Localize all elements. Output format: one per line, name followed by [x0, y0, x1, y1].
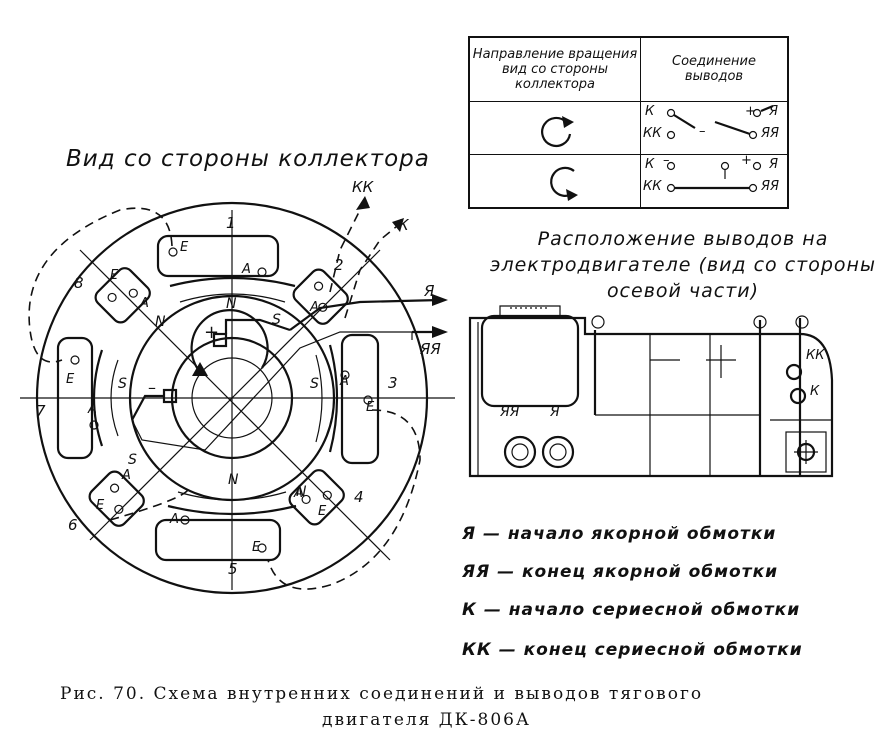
terminal-e-pole-1: E	[180, 240, 189, 255]
pole-number-2: 2	[334, 256, 344, 274]
series-connection-dashed-right	[267, 409, 421, 590]
lead-label-k: К	[398, 216, 409, 234]
terminal-e-pole-5: E	[252, 540, 261, 555]
motor-side-title: Расположение выводов на электродвигателе…	[488, 226, 878, 304]
row1-terminal-k: К	[645, 103, 655, 119]
pole-s-interpole-2: S	[272, 312, 281, 328]
terminal-a-interpole-2: A	[310, 300, 319, 315]
pole-n-bottom: N	[228, 472, 239, 488]
terminal-a-pole-1: A	[242, 262, 251, 277]
pole-number-3: 3	[388, 374, 398, 392]
pole-number-6: 6	[68, 516, 78, 534]
main-pole-top	[156, 234, 296, 303]
terminal-e-pole-7: E	[66, 372, 75, 387]
row2-minus: –	[663, 152, 670, 168]
lead-label-yaya: ЯЯ	[420, 340, 441, 358]
brush-holder-left	[162, 388, 178, 404]
counterclockwise-arrow-icon	[550, 166, 578, 201]
pole-s-interpole-6: S	[128, 452, 137, 468]
rotation-direction-table: Направление вращения вид со стороны колл…	[468, 36, 789, 209]
pole-number-7: 7	[36, 402, 46, 420]
row2-terminal-yaya: ЯЯ	[761, 178, 780, 194]
legend-item-yaya: ЯЯ — конец якорной обмотки	[462, 562, 779, 582]
motor-label-yaya: ЯЯ	[500, 404, 520, 420]
terminal-a-pole-3: A	[340, 374, 349, 389]
terminal-e-interpole-6: E	[96, 498, 105, 513]
terminal-e-interpole-8: E	[110, 268, 119, 283]
lead-label-ya: Я	[424, 282, 435, 300]
figure-caption-line-1: Рис. 70. Схема внутренних соединений и в…	[60, 684, 704, 704]
series-connection-dashed-left	[28, 207, 173, 363]
legend-item-ya: Я — начало якорной обмотки	[462, 524, 777, 544]
k-arrowhead	[392, 218, 404, 232]
row2-terminal-ya: Я	[769, 156, 779, 172]
table-row-1-rotation	[468, 100, 641, 155]
interpole-4	[288, 469, 345, 526]
row2-plus: +	[741, 152, 752, 168]
row1-terminal-yaya: ЯЯ	[761, 125, 780, 141]
legend-item-kk: КК — конец сериесной обмотки	[462, 640, 803, 660]
motor-side-title-text: Расположение выводов на электродвигателе…	[490, 228, 876, 302]
clockwise-arrow-icon	[541, 115, 574, 147]
k-lead-dashed	[344, 221, 403, 319]
row1-minus: –	[699, 123, 706, 139]
row2-terminal-k: К	[645, 156, 655, 172]
table-header-direction: Направление вращения вид со стороны колл…	[468, 36, 641, 102]
pole-number-5: 5	[228, 560, 238, 578]
interpole-6	[88, 470, 145, 527]
kk-lead-dashed	[329, 199, 366, 293]
pole-n-interpole-4: N	[296, 484, 307, 500]
plus-sign: +	[204, 322, 220, 343]
main-pole-left	[56, 336, 119, 460]
pole-number-8: 8	[74, 274, 84, 292]
figure-caption-line-2: двигателя ДК-806А	[322, 710, 531, 730]
motor-label-kk: КК	[806, 348, 825, 363]
main-view-title: Вид со стороны коллектора	[66, 146, 430, 172]
table-row-1-terminals: К КК + – Я ЯЯ	[640, 100, 789, 155]
minus-sign: –	[148, 378, 156, 397]
main-pole-right	[315, 333, 380, 465]
pole-s-left: S	[118, 376, 127, 392]
table-row-2-rotation	[468, 153, 641, 208]
terminal-a-interpole-8: A	[140, 296, 149, 311]
terminal-e-interpole-4: E	[318, 504, 327, 519]
table-row-2-terminals: К КК – + Я ЯЯ	[640, 152, 789, 208]
kk-arrowhead	[356, 196, 370, 210]
terminal-a-interpole-4: A	[294, 486, 303, 501]
row1-terminal-ya: Я	[769, 103, 779, 119]
minus-lead	[131, 394, 164, 421]
row1-plus: +	[745, 103, 756, 119]
diagonal-axis-a	[79, 249, 391, 561]
terminal-e-pole-3: E	[366, 400, 375, 415]
terminal-a-interpole-6: A	[122, 468, 131, 483]
rotation-arrowhead	[192, 362, 208, 376]
plus-lead	[224, 318, 291, 334]
lead-label-kk: КК	[352, 178, 374, 196]
ya-lead	[289, 298, 441, 331]
interpole-2	[292, 268, 349, 325]
pole-number-4: 4	[354, 488, 364, 506]
row2-terminal-kk: КК	[643, 178, 662, 194]
pole-n-interpole-8: N	[155, 314, 166, 330]
ya-arrowhead	[432, 294, 448, 306]
rotation-arrow	[190, 309, 269, 373]
series-connection-dashed-6	[109, 489, 189, 521]
motor-label-k: К	[810, 384, 820, 399]
main-pole-bottom	[154, 491, 297, 562]
pole-s-right: S	[310, 376, 319, 392]
terminal-a-pole-7: A	[88, 402, 97, 417]
legend-item-k: К — начало сериесной обмотки	[462, 600, 801, 620]
interpole-8	[94, 267, 151, 324]
terminal-a-pole-5: A	[170, 512, 179, 527]
table-header-connection: Соединение выводов	[640, 36, 789, 102]
pole-number-1: 1	[226, 214, 236, 232]
motor-label-ya: Я	[550, 404, 560, 420]
row1-terminal-kk: КК	[643, 125, 662, 141]
pole-n-top: N	[226, 296, 237, 312]
brush-holder-top	[212, 332, 228, 348]
